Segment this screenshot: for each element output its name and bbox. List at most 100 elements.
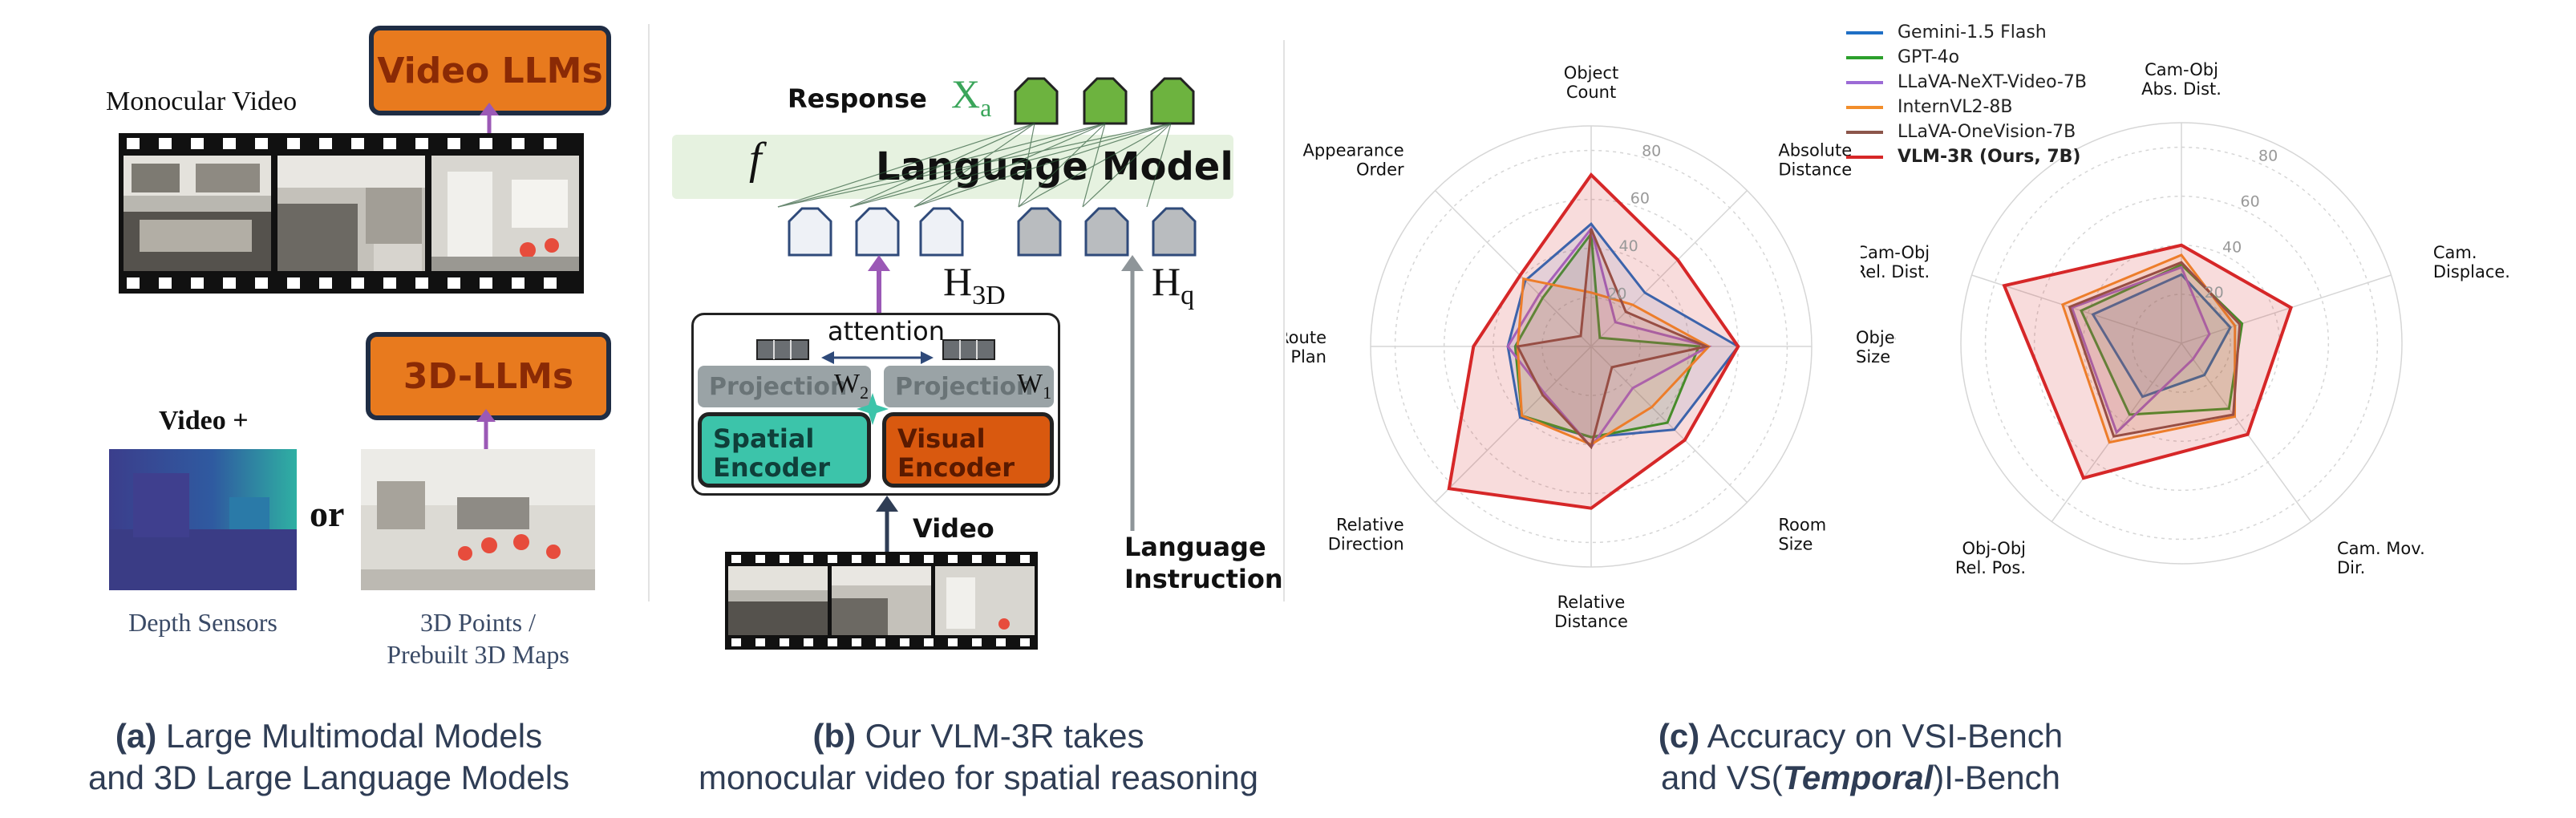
3d-points-label-line2: Prebuilt 3D Maps	[387, 640, 569, 669]
hq-sub: q	[1181, 281, 1195, 310]
panel-b-caption-prefix: (b)	[812, 717, 857, 755]
legend-swatch	[1846, 130, 1883, 134]
radar-tick-label: 80	[1642, 142, 1661, 160]
radar-series-gpt-4o	[2080, 263, 2244, 416]
radar-axis-label: Cam. Mov.Dir.	[2337, 539, 2425, 577]
hq-main: H	[1152, 259, 1181, 304]
monocular-video-label: Monocular Video	[106, 87, 298, 116]
panel-b-caption: (b) Our VLM-3R takes monocular video for…	[666, 715, 1291, 799]
panel-a-caption: (a) Large Multimodal Models and 3D Large…	[48, 715, 610, 799]
video-llms-box: Video LLMs	[369, 26, 611, 115]
h3d-label: H3D	[943, 258, 1006, 311]
legend-label: InternVL2-8B	[1898, 97, 2013, 117]
divider-bc	[1283, 40, 1285, 601]
arrow-language-instruction-icon	[1121, 255, 1144, 531]
panel-b-caption-text1: Our VLM-3R takes	[856, 717, 1144, 755]
radar-series-llava-next-video-7b	[2070, 265, 2211, 435]
language-instruction-line1: Language	[1124, 532, 1266, 562]
3d-points-image	[361, 449, 595, 590]
panel-b-caption-line2: monocular video for spatial reasoning	[698, 759, 1259, 796]
video-plus-label: Video +	[159, 406, 249, 435]
xa-sub: a	[980, 93, 992, 122]
visual-encoder-line1: Visual	[897, 423, 986, 454]
legend-item: LLaVA-NeXT-Video-7B	[1846, 72, 2087, 92]
radar-tick-label: 60	[2240, 193, 2259, 211]
encoder-container	[691, 313, 1060, 496]
panel-c-caption-text2a: and VS(	[1661, 759, 1783, 796]
video-frame-office-3	[431, 156, 579, 271]
depth-map-image	[109, 449, 297, 590]
w2-sub: 2	[860, 382, 869, 403]
panel-a-caption-text1: Large Multimodal Models	[156, 717, 543, 755]
legend-label: VLM-3R (Ours, 7B)	[1898, 147, 2081, 167]
legend-swatch	[1846, 55, 1883, 59]
projection-w2-box: Projection	[698, 366, 871, 407]
projection-w1-box: Projection	[884, 366, 1054, 407]
video-llms-label: Video LLMs	[377, 50, 603, 91]
radar-grid-ring	[1984, 146, 2379, 541]
input-frame-1	[728, 566, 828, 635]
video-frame-kitchen-2	[277, 156, 425, 271]
radar-series-llava-onevision-7b	[2068, 261, 2242, 438]
hq-label: Hq	[1152, 258, 1194, 311]
spatial-encoder-line1: Spatial	[713, 423, 815, 454]
input-film-perforations-icon	[731, 555, 1030, 646]
legend-item: LLaVA-OneVision-7B	[1846, 122, 2076, 142]
radar-tick-label: 40	[2222, 238, 2242, 256]
arrow-to-h3d-icon	[868, 255, 890, 313]
arrow-to-3d-llms-icon	[476, 409, 496, 452]
output-tokens-icon	[1014, 77, 1195, 125]
f-label: f	[749, 134, 762, 184]
panel-c-caption-text2c: )I-Bench	[1933, 759, 2060, 796]
panel-c-caption-line1: (c) Accuracy on VSI-Bench	[1556, 715, 2165, 757]
radar-axis-label: RoutePlan	[1286, 328, 1326, 366]
input-tokens-icon	[788, 207, 1197, 257]
w1-label: W1	[1017, 369, 1051, 403]
h3d-sub: 3D	[972, 281, 1006, 310]
radar-spoke	[2181, 274, 2392, 344]
3d-points-label-line1: 3D Points /	[419, 608, 537, 637]
language-instruction-line2: Instruction	[1124, 564, 1283, 594]
radar-grid-ring	[2132, 294, 2231, 393]
arrow-video-up-icon	[876, 496, 898, 553]
response-label: Response	[788, 83, 927, 114]
spatial-encoder-box: Spatial Encoder	[698, 412, 871, 488]
radar-spoke	[2181, 342, 2312, 522]
radar-series-llava-onevision-7b	[1516, 228, 1711, 450]
w2-main: W	[834, 369, 861, 399]
radar-tick-label: 40	[1619, 237, 1638, 255]
visual-encoder-line2: Encoder	[897, 452, 1015, 483]
input-frame-3	[935, 566, 1035, 635]
xa-label: Xa	[951, 71, 991, 123]
panel-c-caption-text1: Accuracy on VSI-Bench	[1699, 717, 2064, 755]
radar-series-internvl2-8b	[2060, 253, 2237, 444]
radar-grid-ring	[2033, 195, 2330, 492]
spark-icon	[857, 393, 889, 425]
panel-c-caption-prefix: (c)	[1658, 717, 1700, 755]
divider-ab	[648, 24, 650, 601]
w2-label: W2	[834, 369, 869, 403]
language-instruction-label: Language Instruction	[1124, 531, 1283, 595]
monocular-video-filmstrip	[119, 133, 584, 294]
radar-tick-label: 20	[1607, 285, 1626, 303]
projection-w1-label: Projection	[895, 372, 1034, 401]
radar-chart-vsi-bench: 20406080ObjectCountAbsoluteDistanceObjec…	[1286, 63, 1896, 631]
video-label: Video	[913, 513, 994, 544]
legend-item: Gemini-1.5 Flash	[1846, 22, 2047, 43]
attention-label: attention	[828, 316, 945, 346]
panel-a-caption-line2: and 3D Large Language Models	[87, 759, 570, 796]
radar-spoke	[1590, 346, 1748, 503]
h3d-main: H	[943, 259, 973, 304]
input-video-filmstrip	[725, 552, 1038, 650]
panel-b-caption-line1: (b) Our VLM-3R takes	[666, 715, 1291, 757]
or-label: or	[310, 493, 345, 534]
